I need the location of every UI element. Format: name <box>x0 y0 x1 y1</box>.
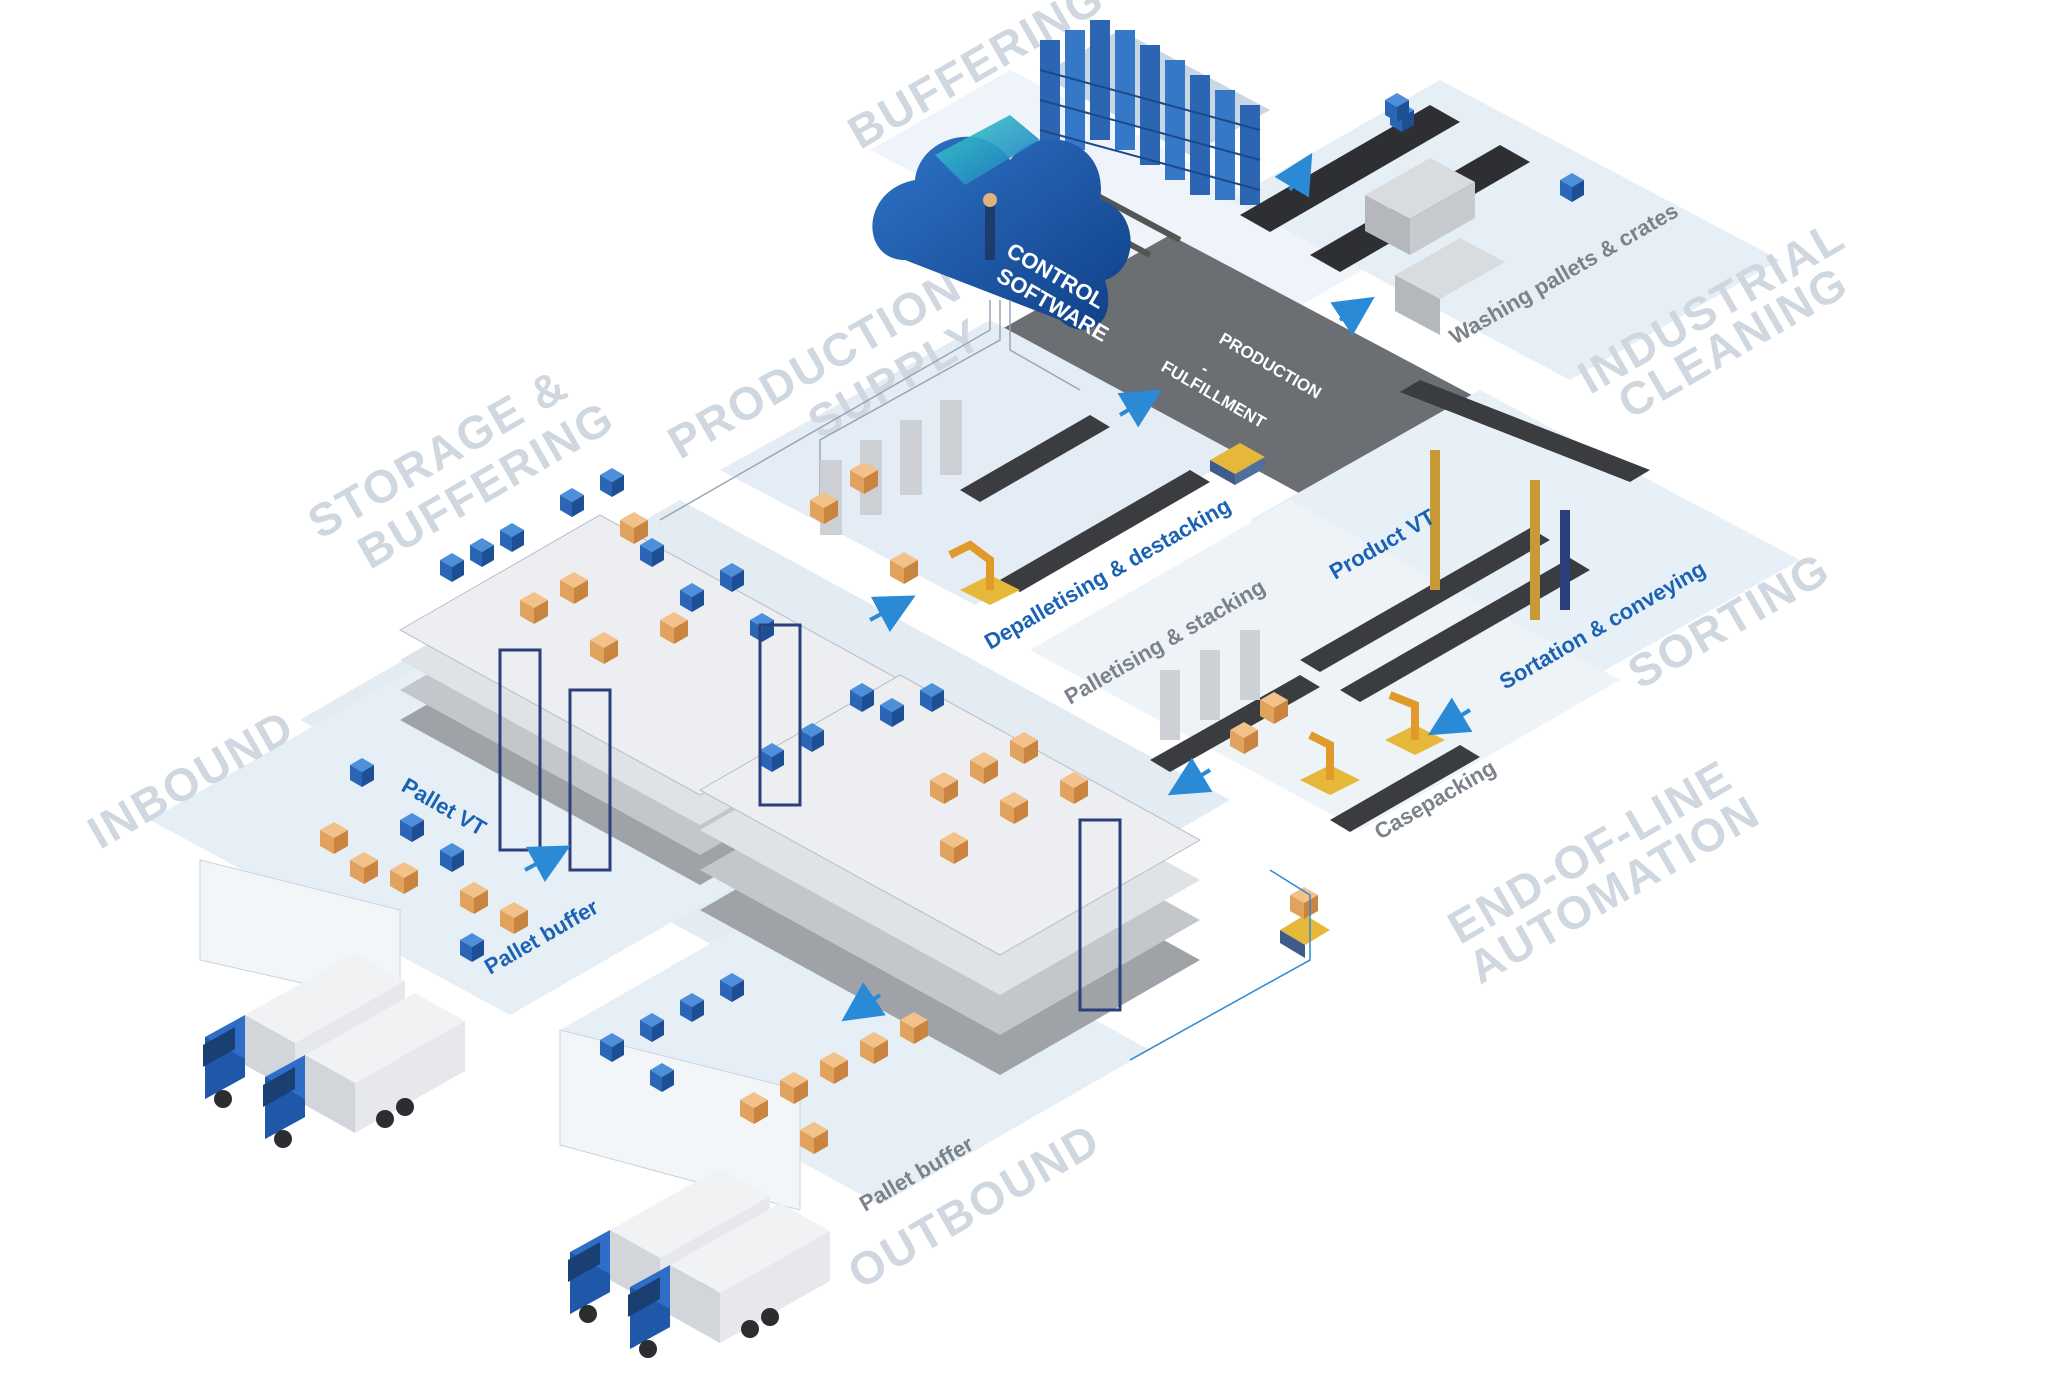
cloud-icon: CONTROL SOFTWARE <box>872 115 1131 347</box>
agv-icon <box>1280 887 1330 958</box>
inbound-trucks <box>203 953 465 1148</box>
return-line <box>1129 869 1311 1061</box>
floor-production-supply <box>720 320 1240 605</box>
flow-arrow-icon <box>524 152 1473 1022</box>
floor-production-fulfillment <box>1000 235 1500 510</box>
robot-arm-icon <box>948 540 1020 605</box>
storage-racks <box>398 468 1202 1075</box>
robot-arm-icon <box>1300 731 1360 795</box>
agv-icon <box>1210 443 1265 485</box>
floor-inbound <box>150 665 780 1015</box>
floor-outbound <box>560 875 1150 1205</box>
